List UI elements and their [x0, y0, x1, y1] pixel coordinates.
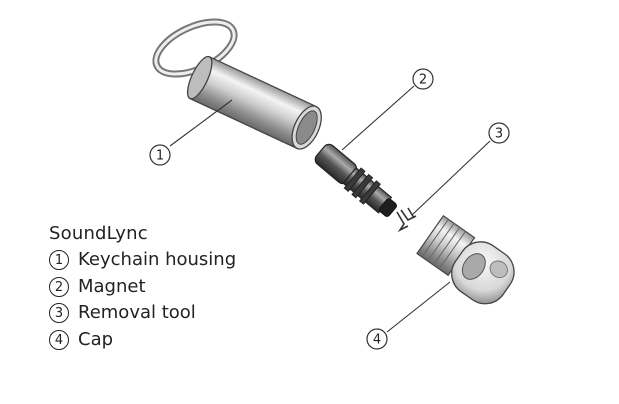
legend-label: Cap: [78, 328, 114, 350]
legend-label: Removal tool: [78, 302, 196, 323]
legend-item-magnet: 2 Magnet: [49, 274, 236, 301]
legend-label: Magnet: [78, 275, 146, 297]
legend-item-removal-tool: 3 Removal tool: [49, 300, 236, 327]
legend: SoundLync 1 Keychain housing 2 Magnet 3 Rem…: [49, 221, 236, 353]
callout-3: 3: [488, 122, 510, 144]
callout-4: 4: [366, 328, 388, 350]
callout-1: 1: [149, 144, 171, 166]
legend-number: 1: [49, 250, 69, 270]
legend-title: SoundLync: [49, 223, 148, 244]
cap-part: [416, 215, 515, 305]
legend-item-keychain-housing: 1 Keychain housing: [49, 247, 236, 274]
svg-text:4: 4: [373, 333, 381, 348]
callout-2: 2: [412, 68, 434, 90]
magnet-part: [314, 143, 397, 217]
legend-label: Keychain housing: [78, 249, 237, 270]
legend-number: 2: [49, 276, 69, 297]
removal-tool-part: [396, 207, 417, 233]
leader-lines: [169, 85, 491, 333]
keychain-housing-part: [186, 55, 322, 150]
svg-text:1: 1: [156, 149, 164, 164]
legend-item-cap: 4 Cap: [49, 327, 236, 354]
svg-text:3: 3: [495, 127, 503, 142]
svg-text:2: 2: [419, 73, 427, 88]
legend-number: 3: [49, 303, 69, 323]
legend-number: 4: [49, 329, 69, 350]
